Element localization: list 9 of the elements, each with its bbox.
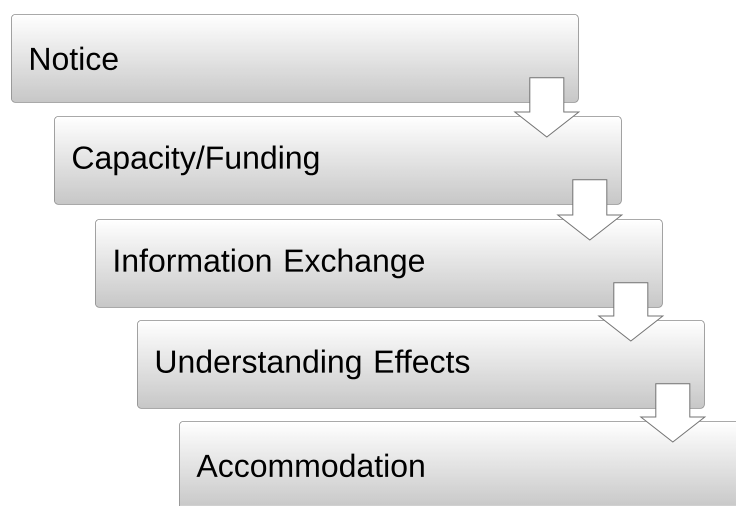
down-arrow — [556, 179, 624, 241]
step-box: Notice — [11, 14, 579, 103]
down-arrow — [513, 77, 580, 138]
down-arrow — [639, 383, 706, 443]
down-arrow — [597, 282, 664, 342]
step-box: Accommodation — [179, 421, 736, 506]
step-box: Understanding Effects — [137, 320, 705, 409]
step-box: Capacity/Funding — [54, 116, 622, 205]
step-box: Information Exchange — [95, 219, 663, 308]
